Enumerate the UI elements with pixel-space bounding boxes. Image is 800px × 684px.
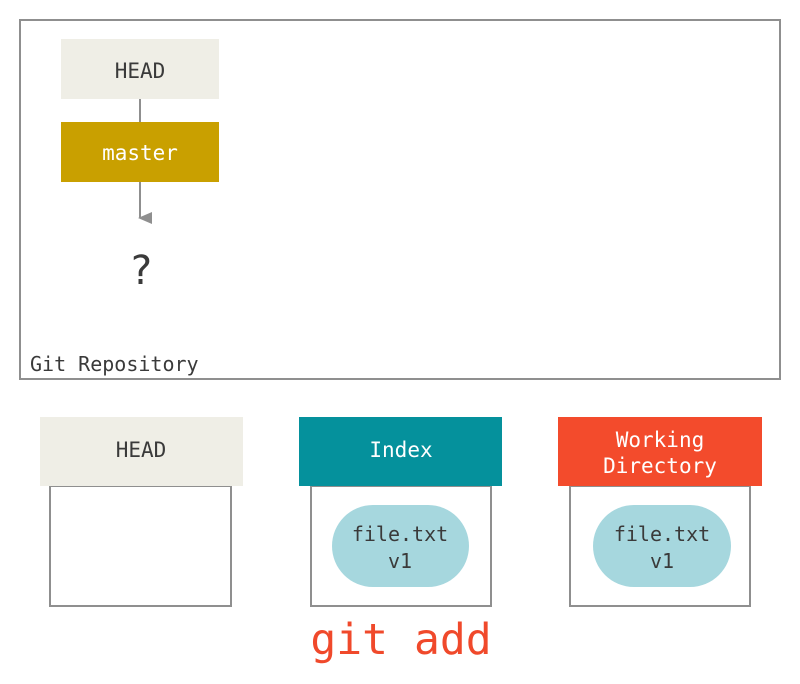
index-file-version: v1 [388,549,412,573]
head-area-frame [49,485,232,607]
head-area-title: HEAD [116,438,167,462]
working-directory-area: Working Directory file.txt v1 [558,417,762,607]
working-directory-file-name: file.txt [614,522,710,546]
index-file-name: file.txt [352,522,448,546]
index-file-shape [332,505,469,587]
repo-head-label: HEAD [115,59,166,83]
index-area-header [299,417,502,486]
working-directory-file-version: v1 [650,549,674,573]
master-branch-label: master [102,141,178,165]
repo-master-branch: master [61,122,219,182]
index-area-title: Index [369,438,432,462]
working-directory-header [558,417,762,486]
working-directory-file-blob: file.txt v1 [593,505,731,587]
git-repository-label: Git Repository [30,352,199,376]
master-branch-box [61,122,219,182]
working-directory-file-shape [593,505,731,587]
git-add-command: git add [310,615,491,665]
head-area: HEAD [40,417,243,607]
index-file-blob: file.txt v1 [332,505,469,587]
working-directory-title-line1: Working [616,428,705,452]
repo-head-ref: HEAD [61,39,219,99]
head-area-header [40,417,243,486]
unknown-commit-marker: ? [129,248,153,294]
working-directory-title-line2: Directory [603,454,717,478]
repo-head-box [61,39,219,99]
index-area: Index file.txt v1 [299,417,502,607]
git-repository: HEAD master ? Git Repository [19,19,781,380]
